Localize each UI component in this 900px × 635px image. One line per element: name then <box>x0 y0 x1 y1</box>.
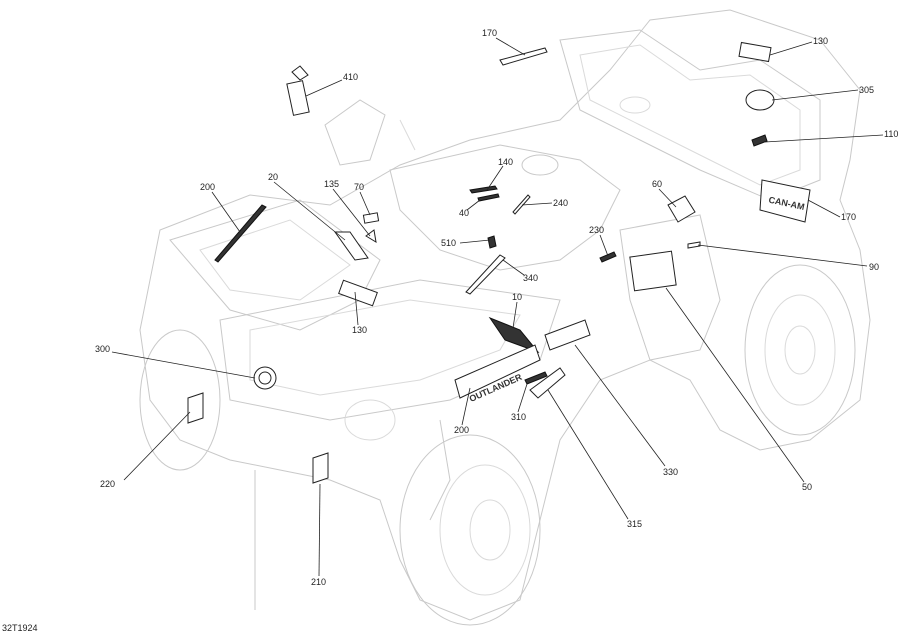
callout-130-front[interactable]: 130 <box>352 325 367 335</box>
decal-140 <box>469 185 498 194</box>
decal-210 <box>312 452 329 484</box>
callout-230[interactable]: 230 <box>589 225 604 235</box>
callout-300[interactable]: 300 <box>95 344 110 354</box>
decal-315 <box>529 367 566 399</box>
callout-labels: 170 130 410 305 110 140 20 135 70 200 40… <box>2 28 898 633</box>
decal-50 <box>629 250 677 292</box>
decal-200-front <box>214 204 267 263</box>
decal-90 <box>687 241 701 249</box>
decals: CAN-AM OUTLANDER <box>187 41 811 484</box>
callout-90[interactable]: 90 <box>869 262 879 272</box>
decal-230 <box>599 251 617 263</box>
decal-240 <box>512 194 531 215</box>
callout-510[interactable]: 510 <box>441 238 456 248</box>
callout-130[interactable]: 130 <box>813 36 828 46</box>
callout-60[interactable]: 60 <box>652 179 662 189</box>
atv-line-art <box>139 9 871 626</box>
decal-40 <box>477 193 500 202</box>
callout-20[interactable]: 20 <box>268 172 278 182</box>
decal-170-rack <box>499 47 548 66</box>
decal-110 <box>751 134 768 147</box>
callout-200-side[interactable]: 200 <box>454 425 469 435</box>
callout-170[interactable]: 170 <box>482 28 497 38</box>
decal-410-tag <box>291 65 309 81</box>
callout-50[interactable]: 50 <box>802 482 812 492</box>
callout-10[interactable]: 10 <box>512 292 522 302</box>
callout-110[interactable]: 110 <box>884 129 898 139</box>
callout-410[interactable]: 410 <box>343 72 358 82</box>
decal-130-rear <box>738 41 772 63</box>
decal-300-inner <box>258 371 272 385</box>
decal-170-fender <box>759 179 811 223</box>
callout-310[interactable]: 310 <box>511 412 526 422</box>
decal-410 <box>286 80 310 116</box>
callout-315[interactable]: 315 <box>627 519 642 529</box>
decal-135 <box>365 229 377 243</box>
callout-330[interactable]: 330 <box>663 467 678 477</box>
callout-140[interactable]: 140 <box>498 157 513 167</box>
callout-40[interactable]: 40 <box>459 208 469 218</box>
decal-70 <box>362 212 380 224</box>
decal-510 <box>487 235 497 249</box>
callout-135[interactable]: 135 <box>324 179 339 189</box>
callout-240[interactable]: 240 <box>553 198 568 208</box>
decal-340 <box>465 254 506 295</box>
callout-305[interactable]: 305 <box>859 85 874 95</box>
decal-130-front <box>338 279 378 307</box>
callout-210[interactable]: 210 <box>311 577 326 587</box>
callout-200[interactable]: 200 <box>200 182 215 192</box>
callout-220[interactable]: 220 <box>100 479 115 489</box>
callout-170-fender[interactable]: 170 <box>841 212 856 222</box>
decal-305 <box>745 89 775 111</box>
drawing-number: 32T1924 <box>2 623 38 633</box>
callout-340[interactable]: 340 <box>523 273 538 283</box>
decal-200-side <box>454 344 541 399</box>
decal-330 <box>544 319 591 351</box>
decal-10 <box>488 316 540 354</box>
leader-lines <box>111 37 884 577</box>
decal-220 <box>187 392 204 424</box>
callout-70[interactable]: 70 <box>354 182 364 192</box>
decal-60 <box>667 195 696 223</box>
decal-310 <box>524 371 548 385</box>
